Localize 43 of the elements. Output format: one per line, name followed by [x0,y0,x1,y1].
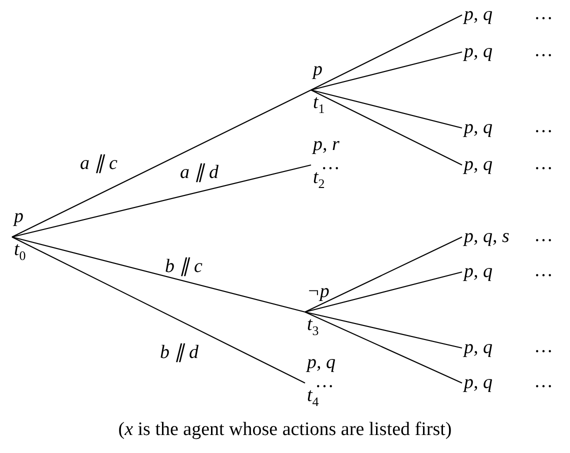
state-label: p, r [313,134,340,156]
tree-branch-line [12,90,312,238]
ellipsis: … [534,260,553,282]
time-point-label: t$_{3}$ [307,314,319,340]
ellipsis: … [321,153,340,175]
ellipsis: … [534,40,553,62]
edge-label: b ∥ c [165,256,202,278]
ellipsis: … [534,336,553,358]
state-label: ¬p [307,281,330,303]
tree-branch-line [304,271,462,313]
state-label: p, q [464,4,492,26]
tree-branch-line [304,312,462,384]
time-point-label: t$_{0}$ [14,239,26,265]
ellipsis: … [534,3,553,25]
tree-branch-line [304,311,462,349]
state-label: p, q [464,261,492,283]
state-label: p, q [464,337,492,359]
state-label: p, q [464,41,492,63]
ellipsis: … [315,371,334,393]
ellipsis: … [534,153,553,175]
tree-branch-line [12,236,306,313]
state-label: p, q [464,117,492,139]
tree-branch-line [310,14,462,90]
tree-branch-line [310,89,462,129]
edge-label: b ∥ d [160,342,198,364]
state-label: p, q [307,352,336,374]
tree-branch-line [12,236,306,384]
edge-label: a ∥ d [180,162,218,184]
state-label: p, q [464,154,492,176]
ellipsis: … [534,225,553,247]
tree-branch-line [310,90,462,166]
ellipsis: … [534,371,553,393]
state-label: p [14,206,24,228]
time-point-label: t$_{1}$ [313,92,325,118]
ellipsis: … [534,116,553,138]
tree-branch-line [12,164,312,238]
edge-label: a ∥ c [80,153,118,175]
state-label: p [313,59,322,81]
tree-branch-line [310,51,462,91]
state-label: p, q, s [464,226,510,248]
tree-branch-line [304,236,462,312]
caption: (x is the agent whose actions are listed first) [118,419,452,440]
state-label: p, q [464,372,492,394]
